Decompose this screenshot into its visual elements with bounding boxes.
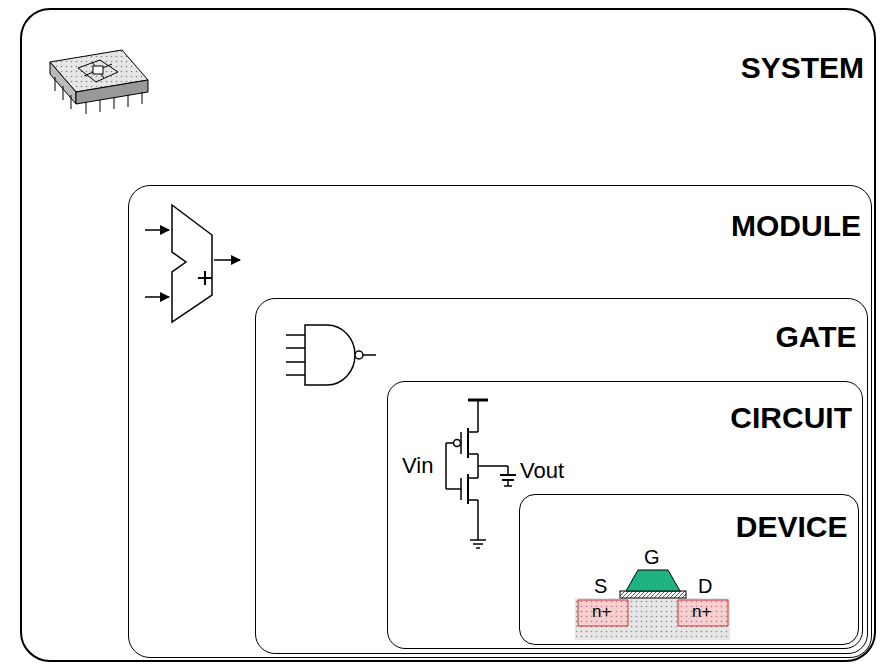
level-heading: DEVICE: [736, 509, 848, 545]
adder-symbol: [145, 205, 240, 322]
level-heading: GATE: [775, 319, 856, 355]
terminal-name: S: [594, 575, 607, 597]
circuit-box: CIRCUIT DEVICE: [387, 381, 863, 649]
terminal-name: D: [698, 575, 712, 597]
doping-label: n+: [692, 603, 711, 622]
chip-icon: [50, 50, 148, 114]
level-heading: MODULE: [731, 208, 861, 244]
system-box: SYSTEM MODULE GATE CIRCUIT DEVICE: [20, 8, 876, 662]
signal-name: Vin: [402, 454, 433, 478]
doping-label: n+: [592, 603, 611, 622]
level-heading: CIRCUIT: [730, 400, 852, 436]
signal-name: Vout: [520, 459, 564, 483]
inverter-circuit: [446, 400, 516, 548]
terminal-name: G: [644, 546, 660, 568]
module-box: MODULE GATE CIRCUIT DEVICE: [128, 185, 872, 658]
mosfet-cross-section: [575, 570, 730, 640]
device-box: DEVICE: [519, 494, 859, 645]
nand-gate: [286, 325, 376, 385]
level-heading: SYSTEM: [741, 50, 864, 86]
